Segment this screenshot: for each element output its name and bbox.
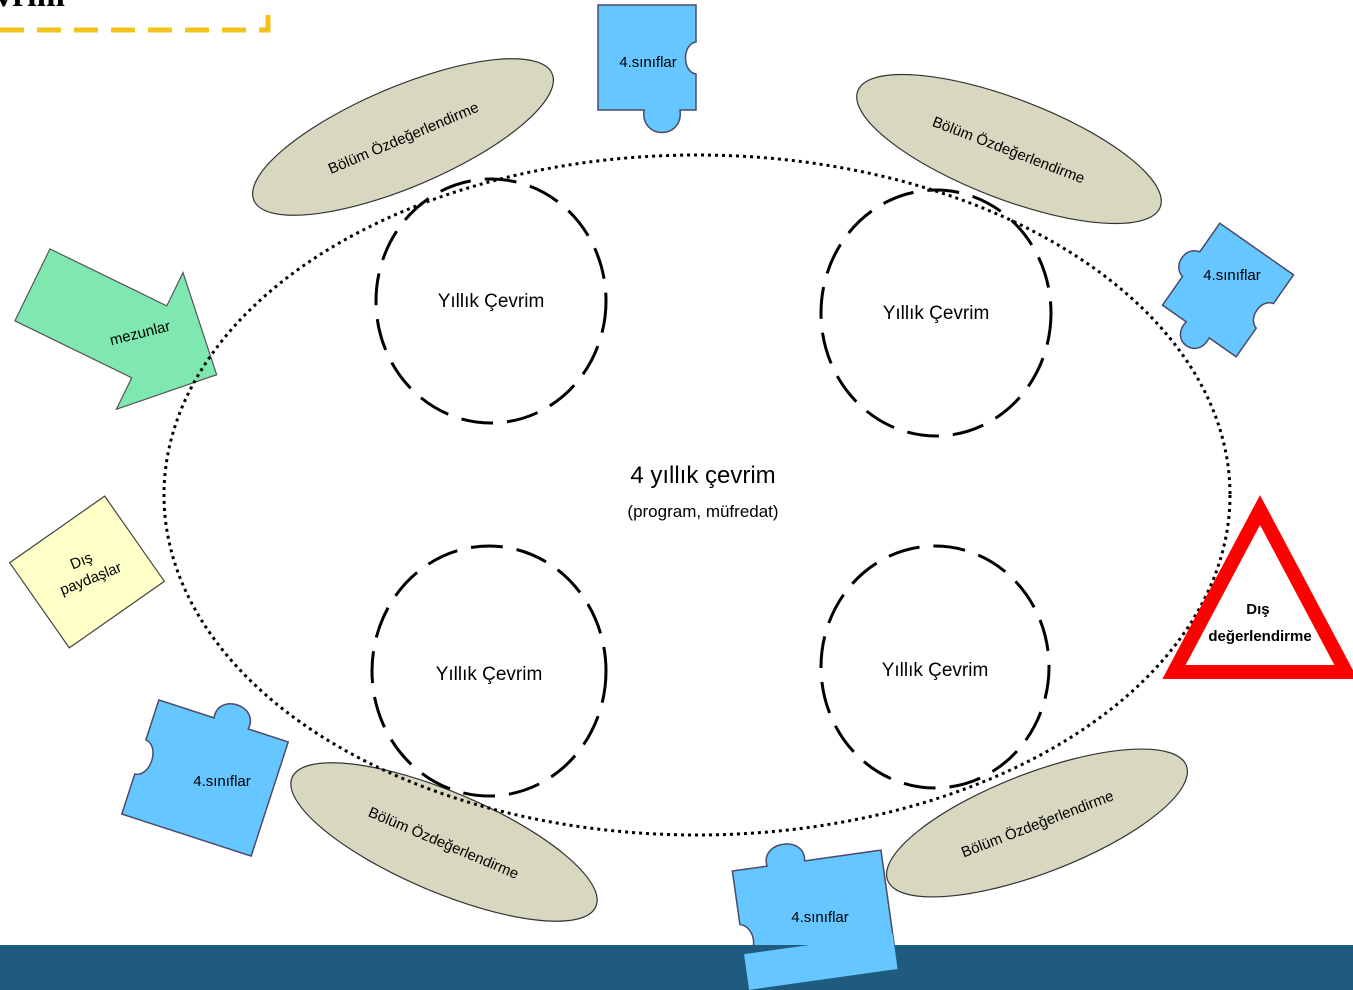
title-dashed-underline [0,6,271,33]
self-assessment-bottom-left: Bölüm Özdeğerlendirme [290,762,598,922]
warning-triangle-shape [1162,495,1353,679]
annual-cycle-top-left: Yıllık Çevrim [374,177,608,425]
four-year-cycle-ellipse [162,153,1232,837]
center-title: 4 yıllık çevrim [630,462,775,489]
self-assessment-bottom-right: Bölüm Özdeğerlendirme [885,748,1189,898]
fourth-year-piece-bottom-left [120,698,290,858]
ellipse-shape [290,762,598,922]
slide-title-text: evrim [0,0,65,14]
annual-cycle-label: Yıllık Çevrim [438,291,545,312]
puzzle-piece-shape [597,4,697,134]
external-evaluation-triangle: Dış değerlendirme [1162,495,1353,679]
note-shape [8,495,166,649]
annual-cycle-label: Yıllık Çevrim [883,303,990,324]
external-stakeholders-note [8,495,166,649]
external-evaluation-label: Dış değerlendirme [1208,601,1311,645]
puzzle-piece-shape [120,698,290,858]
slide-title: evrim [0,0,271,33]
annual-cycle-bottom-left: Yıllık Çevrim [370,544,608,798]
annual-cycle-circle [370,544,608,798]
annual-cycle-circle [819,544,1051,790]
self-assessment-top-left: Bölüm Özdeğerlendirme [252,58,554,216]
fourth-year-label: 4.sınıflar [193,773,251,790]
fourth-year-piece-top: 4.sınıflar [597,4,697,134]
graduates-arrow [14,248,218,411]
fourth-year-piece-right [1161,222,1295,358]
fourth-year-label: 4.sınıflar [791,909,849,926]
ellipse-shape [885,748,1189,898]
puzzle-piece-overlap [744,933,898,990]
annual-cycle-label: Yıllık Çevrim [882,660,989,681]
puzzle-piece-shape [1161,222,1295,358]
fourth-year-piece-bottom-overlap [744,933,898,990]
arrow-shape [14,248,218,411]
annual-cycle-bottom-right: Yıllık Çevrim [819,544,1051,790]
annual-cycle-label: Yıllık Çevrim [436,664,543,685]
footer-bar [0,945,1353,990]
annual-cycle-circle [819,188,1053,438]
fourth-year-label: 4.sınıflar [619,54,677,71]
ellipse-shape [856,73,1162,225]
center-subtitle: (program, müfredat) [627,502,778,521]
annual-cycle-top-right: Yıllık Çevrim [819,188,1053,438]
self-assessment-top-right: Bölüm Özdeğerlendirme [856,73,1162,225]
ellipse-shape [252,58,554,216]
fourth-year-label: 4.sınıflar [1203,267,1261,284]
annual-cycle-circle [374,177,608,425]
